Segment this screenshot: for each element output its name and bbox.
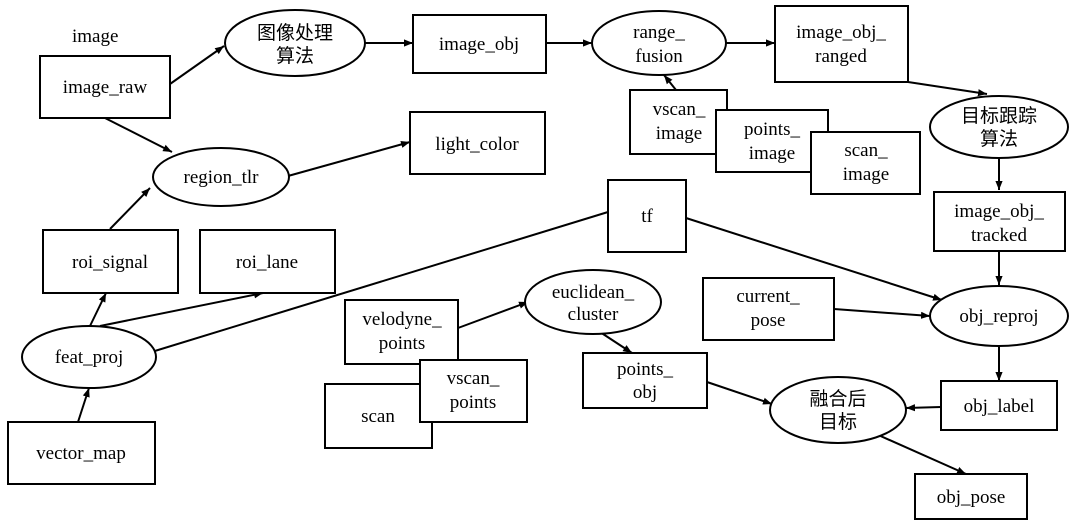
node-points-obj-line2: obj (633, 382, 657, 403)
node-fused-target-line2: 目标 (819, 411, 857, 433)
node-obj-reproj-label: obj_reproj (959, 306, 1038, 327)
node-current-pose-line1: current_ (736, 286, 800, 307)
edge-roi-signal-to-region-tlr (109, 187, 151, 230)
node-velodyne-points: velodyne_ points (344, 299, 459, 365)
node-image-obj-tracked-line2: tracked (971, 225, 1027, 246)
node-image-processing-algorithm-line2: 算法 (276, 45, 314, 67)
node-scan-image-line1: scan_ (844, 140, 888, 161)
node-tf-label: tf (641, 206, 653, 227)
node-obj-pose-label: obj_pose (937, 487, 1006, 508)
edge-ranged-to-tracking (907, 81, 988, 97)
node-feat-proj-label: feat_proj (55, 347, 124, 368)
edge-fused-to-obj-pose (875, 433, 967, 475)
node-image-obj-ranged: image_obj_ ranged (774, 5, 909, 83)
node-euclidean-cluster: euclidean_ cluster (524, 269, 662, 335)
edge-feat-proj-to-roi-signal (89, 292, 107, 327)
node-points-obj-line1: points_ (617, 359, 673, 380)
node-range-fusion: range_ fusion (591, 10, 727, 76)
node-region-tlr-label: region_tlr (184, 167, 260, 188)
edge-velodyne-to-euclidean (457, 301, 529, 329)
edge-image-raw-to-algo (169, 45, 225, 85)
edges (77, 39, 1003, 475)
edge-region-tlr-to-light-color (287, 140, 411, 177)
node-image-raw-label: image_raw (63, 77, 148, 98)
node-obj-reproj: obj_reproj (929, 285, 1069, 347)
node-scan-image: scan_ image (810, 131, 921, 195)
edge-tf-to-obj-reproj (685, 217, 943, 301)
node-points-image-line2: image (749, 143, 795, 164)
node-points-image: points_ image (715, 109, 829, 173)
node-tracking-algorithm-line2: 算法 (980, 128, 1018, 150)
node-image-processing-algorithm-line1: 图像处理 (257, 22, 333, 44)
image-label: image (72, 26, 118, 47)
node-vscan-points-line2: points (450, 392, 496, 413)
node-current-pose-line2: pose (751, 310, 786, 331)
edge-obj-label-to-fused (905, 404, 942, 412)
node-tf: tf (607, 179, 687, 253)
node-feat-proj: feat_proj (21, 325, 157, 389)
node-vscan-image: vscan_ image (629, 89, 728, 155)
node-vscan-image-line1: vscan_ (653, 99, 706, 120)
node-velodyne-points-line2: points (379, 333, 425, 354)
node-image-raw: image_raw (39, 55, 171, 119)
node-image-obj-label: image_obj (439, 34, 519, 55)
node-roi-lane: roi_lane (199, 229, 336, 294)
edge-current-pose-to-obj-reproj (833, 308, 931, 319)
edge-vscan-image-to-range-fusion (663, 74, 677, 91)
node-obj-pose: obj_pose (914, 473, 1028, 520)
node-vscan-points: vscan_ points (419, 359, 528, 423)
node-light-color-label: light_color (435, 134, 519, 155)
node-image-obj: image_obj (412, 14, 547, 74)
edge-tf-to-feat-proj (144, 211, 609, 355)
edge-image-raw-to-region-tlr (104, 117, 173, 153)
node-current-pose: current_ pose (702, 277, 835, 341)
node-points-image-line1: points_ (744, 119, 800, 140)
node-vscan-image-line2: image (656, 123, 702, 144)
node-range-fusion-line1: range_ (633, 22, 685, 43)
node-fused-target-line1: 融合后 (809, 388, 866, 410)
edge-points-obj-to-fused (706, 381, 773, 405)
node-vscan-points-line1: vscan_ (447, 368, 500, 389)
node-obj-label: obj_label (940, 380, 1058, 431)
node-image-obj-tracked-line1: image_obj_ (954, 201, 1044, 222)
node-vector-map: vector_map (7, 421, 156, 485)
node-points-obj: points_ obj (582, 352, 708, 409)
node-vector-map-label: vector_map (36, 443, 126, 464)
node-image-processing-algorithm: 图像处理 算法 (224, 9, 366, 77)
node-region-tlr: region_tlr (152, 147, 290, 207)
node-image-obj-tracked: image_obj_ tracked (933, 191, 1066, 252)
node-scan-label: scan (361, 406, 395, 427)
node-roi-lane-label: roi_lane (236, 252, 298, 273)
node-image-obj-ranged-line1: image_obj_ (796, 22, 886, 43)
node-tracking-algorithm: 目标跟踪 算法 (929, 95, 1069, 159)
node-obj-label-label: obj_label (964, 396, 1035, 417)
node-fused-target: 融合后 目标 (769, 376, 907, 444)
node-image-obj-ranged-line2: ranged (815, 46, 867, 67)
node-tracking-algorithm-line1: 目标跟踪 (961, 105, 1037, 127)
edge-vector-map-to-feat-proj (77, 387, 90, 423)
edge-euclidean-to-points-obj (599, 331, 633, 354)
node-velodyne-points-line1: velodyne_ (362, 309, 442, 330)
node-light-color: light_color (409, 111, 546, 175)
edge-feat-proj-to-roi-lane (99, 291, 264, 327)
node-scan-image-line2: image (843, 164, 889, 185)
node-euclidean-cluster-line1: euclidean_ (552, 282, 635, 303)
node-scan: scan (324, 383, 433, 449)
node-roi-signal-label: roi_signal (72, 252, 148, 273)
node-euclidean-cluster-line2: cluster (568, 304, 619, 325)
node-roi-signal: roi_signal (42, 229, 179, 294)
node-range-fusion-line2: fusion (635, 46, 683, 67)
